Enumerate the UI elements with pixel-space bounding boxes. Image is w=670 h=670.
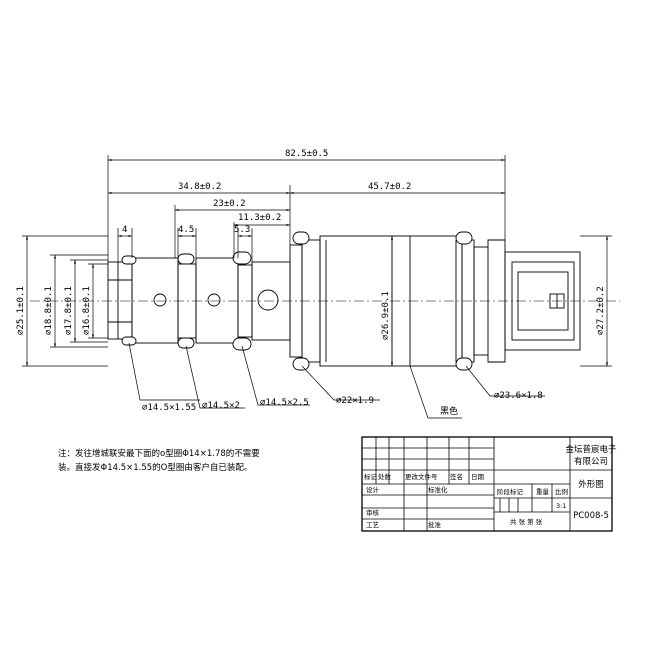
callout-oring-4: ⌀22×1.9 xyxy=(336,396,374,406)
tb-design: 设计 xyxy=(366,485,380,494)
dim-dia-17-8: ⌀17.8±0.1 xyxy=(64,286,74,335)
o-ring-grooves xyxy=(121,251,252,351)
tb-drawing-number: PC008-5 xyxy=(573,511,609,521)
tb-mark: 标记 xyxy=(364,472,378,481)
dim-overall-length: 82.5±0.5 xyxy=(285,149,328,159)
callout-color: 黑色 xyxy=(440,405,458,417)
title-block: 标记 处数 更改文件号 签名 日期 设计 标准化 阶段标记 重量 比例 审核 工… xyxy=(361,436,617,532)
dim-dia-18-8: ⌀18.8±0.1 xyxy=(44,286,54,335)
dim-left-length: 34.8±0.2 xyxy=(178,182,221,192)
note-line-1: 注：发往增城联安最下面的o型圈Φ14×1.78的不需要 xyxy=(58,449,260,459)
dim-mid-23: 23±0.2 xyxy=(213,199,246,209)
dim-right-length: 45.7±0.2 xyxy=(368,182,411,192)
tb-standardize: 标准化 xyxy=(428,485,448,494)
tb-ratio: 比例 xyxy=(555,487,568,496)
dimension-lines xyxy=(22,155,612,419)
dim-dia-27-2: ⌀27.2±0.2 xyxy=(596,286,606,335)
tb-company-line2: 有限公司 xyxy=(574,456,608,467)
dim-dia-26-9: ⌀26.9±0.1 xyxy=(381,291,391,340)
tb-review: 审核 xyxy=(366,508,380,517)
tb-approve: 批准 xyxy=(428,520,442,529)
tb-process: 工艺 xyxy=(366,521,380,529)
tb-sheets: 共 张 第 张 xyxy=(510,517,543,526)
dim-dia-25-1: ⌀25.1±0.1 xyxy=(16,286,26,335)
assembly-note: 注：发往增城联安最下面的o型圈Φ14×1.78的不需要 装。直接发Φ14.5×1… xyxy=(58,447,358,475)
note-line-2: 装。直接发Φ14.5×1.55的O型圈由客户自已装配。 xyxy=(58,463,253,473)
dim-gap-4-5: 4.5 xyxy=(178,225,194,235)
callout-oring-3: ⌀14.5×2.5 xyxy=(260,398,309,408)
callout-oring-5: ⌀23.6×1.8 xyxy=(494,391,543,401)
tb-count: 处数 xyxy=(378,472,392,481)
valve-body-left xyxy=(107,257,291,344)
dim-mid-11-3: 11.3±0.2 xyxy=(238,213,281,223)
tb-sign: 签名 xyxy=(450,472,463,481)
dim-gap-4: 4 xyxy=(122,225,127,235)
callout-oring-2: ⌀14.5×2 xyxy=(202,401,240,411)
tb-drawing-title: 外形图 xyxy=(578,479,604,490)
callout-oring-1: ⌀14.5×1.55 xyxy=(142,403,196,413)
valve-body-right xyxy=(289,231,581,371)
dim-dia-16-8: ⌀16.8±0.1 xyxy=(82,286,92,335)
tb-company-line1: 金坛普宸电子 xyxy=(565,444,617,455)
tb-weight: 重量 xyxy=(536,488,550,496)
tb-date: 日期 xyxy=(471,473,485,481)
dim-gap-5-3: 5.3 xyxy=(234,225,250,235)
tb-scale: 3:1 xyxy=(556,502,566,510)
tb-change-doc: 更改文件号 xyxy=(405,472,438,481)
tb-stage-mark: 阶段标记 xyxy=(497,487,524,496)
